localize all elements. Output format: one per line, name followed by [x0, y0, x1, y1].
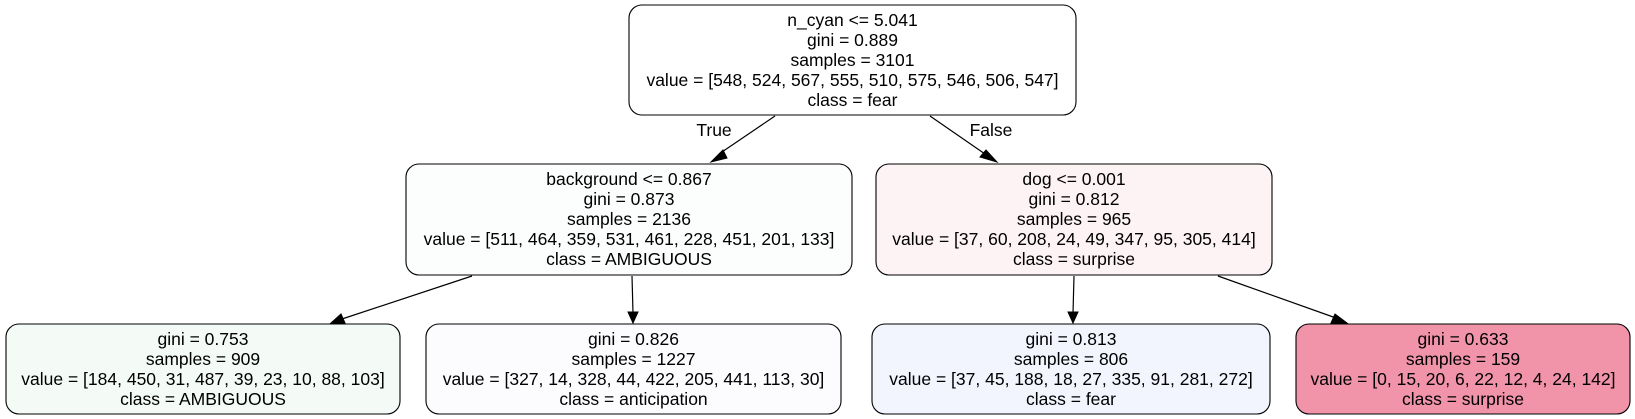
node-root: n_cyan <= 5.041 gini = 0.889 samples = 3… — [628, 4, 1077, 116]
node-root-gini: gini = 0.889 — [807, 30, 898, 50]
node-right-left-gini: gini = 0.813 — [1026, 329, 1117, 349]
node-right-left-leaf: gini = 0.813 samples = 806 value = [37, … — [871, 323, 1271, 415]
edge-left-leftright — [631, 275, 634, 314]
edge-label-false: False — [970, 120, 1013, 140]
node-left-right-box — [425, 323, 842, 415]
edge-label-true: True — [696, 120, 731, 140]
node-left-gini: gini = 0.873 — [584, 189, 675, 209]
node-right-samples: samples = 965 — [1017, 209, 1131, 229]
node-right-right-gini: gini = 0.633 — [1418, 329, 1509, 349]
node-left-samples: samples = 2136 — [567, 209, 691, 229]
node-right-value: value = [37, 60, 208, 24, 49, 347, 95, 3… — [892, 229, 1255, 249]
edge-root-left — [718, 115, 776, 155]
node-right-right-value: value = [0, 15, 20, 6, 22, 12, 4, 24, 14… — [1310, 369, 1615, 389]
node-right-gini: gini = 0.812 — [1029, 189, 1120, 209]
node-right-class: class = surprise — [1013, 249, 1135, 269]
node-root-class: class = fear — [808, 90, 898, 110]
node-left-box — [405, 163, 853, 276]
edge-left-leftleft — [341, 275, 473, 320]
node-right-right-samples: samples = 159 — [1406, 349, 1520, 369]
node-left-left-leaf: gini = 0.753 samples = 909 value = [184,… — [5, 323, 401, 415]
node-right-split: dog <= 0.001 — [1022, 169, 1125, 189]
node-left-split: background <= 0.867 — [546, 169, 711, 189]
node-left-right-class: class = anticipation — [559, 389, 707, 409]
edge-left-leftright-arrowhead — [627, 311, 639, 325]
node-left-left-value: value = [184, 450, 31, 487, 39, 23, 10, … — [21, 369, 384, 389]
edge-right-rightleft — [1072, 275, 1075, 314]
node-right-left-class: class = fear — [1026, 389, 1116, 409]
node-right-left-box — [871, 323, 1271, 415]
edge-root-right — [929, 115, 986, 155]
node-left-right-gini: gini = 0.826 — [588, 329, 679, 349]
edge-right-rightright — [1217, 275, 1337, 319]
node-left-right-leaf: gini = 0.826 samples = 1227 value = [327… — [425, 323, 842, 415]
node-left: background <= 0.867 gini = 0.873 samples… — [405, 163, 853, 276]
node-right-right-class: class = surprise — [1402, 389, 1524, 409]
node-left-left-class: class = AMBIGUOUS — [120, 389, 286, 409]
node-left-class: class = AMBIGUOUS — [546, 249, 712, 269]
node-right-left-value: value = [37, 45, 188, 18, 27, 335, 91, 2… — [889, 369, 1252, 389]
node-root-value: value = [548, 524, 567, 555, 510, 575, 5… — [646, 70, 1058, 90]
node-right-box — [875, 163, 1273, 276]
edge-root-right-arrowhead — [979, 149, 999, 163]
node-left-right-value: value = [327, 14, 328, 44, 422, 205, 441… — [443, 369, 825, 389]
node-right-right-box — [1295, 323, 1631, 415]
node-root-box — [628, 4, 1077, 116]
node-left-right-samples: samples = 1227 — [571, 349, 695, 369]
edge-right-rightleft-arrowhead — [1067, 311, 1079, 325]
node-root-samples: samples = 3101 — [790, 50, 914, 70]
node-left-value: value = [511, 464, 359, 531, 461, 228, 4… — [424, 229, 835, 249]
node-left-left-gini: gini = 0.753 — [158, 329, 249, 349]
node-root-split: n_cyan <= 5.041 — [787, 10, 917, 31]
edge-right-rightright-arrowhead — [1330, 313, 1349, 324]
node-right: dog <= 0.001 gini = 0.812 samples = 965 … — [875, 163, 1273, 276]
node-left-left-samples: samples = 909 — [146, 349, 260, 369]
edge-root-left-arrowhead — [709, 149, 728, 163]
node-right-left-samples: samples = 806 — [1014, 349, 1128, 369]
edge-left-leftleft-arrowhead — [329, 313, 346, 324]
node-left-left-box — [5, 323, 401, 415]
tree-edges — [329, 115, 1349, 325]
node-right-right-leaf: gini = 0.633 samples = 159 value = [0, 1… — [1295, 323, 1631, 415]
